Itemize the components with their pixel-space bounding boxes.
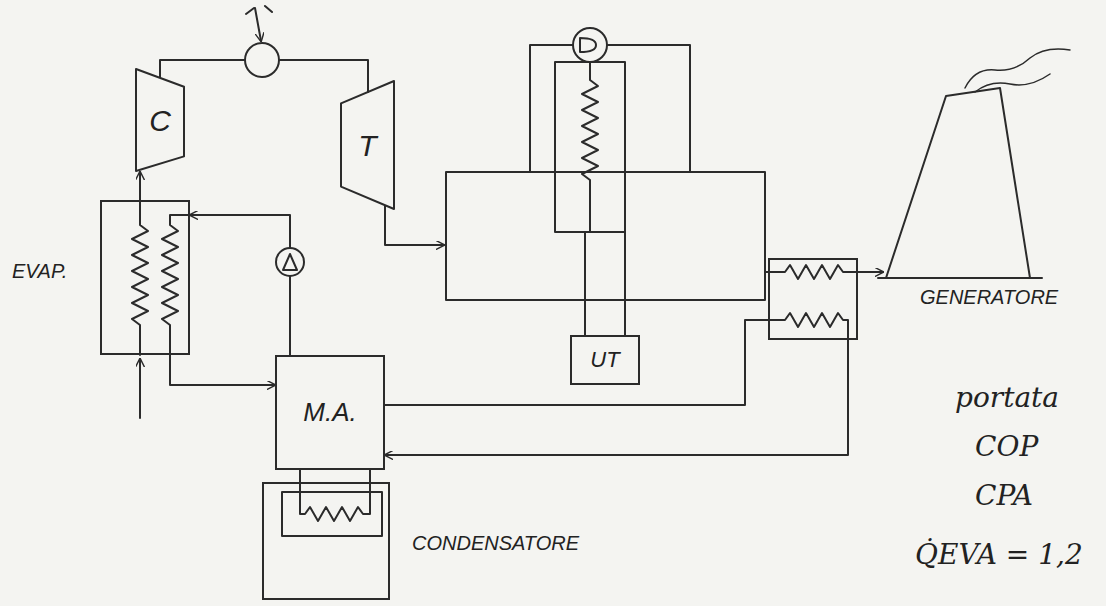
chimney-outline — [886, 88, 1030, 278]
machine-outline — [341, 81, 394, 209]
evaporator-box: EVAP. — [100, 200, 190, 355]
boiler-column — [555, 62, 625, 232]
inlet-arrow — [139, 359, 141, 418]
pump-mark — [283, 254, 297, 270]
flue-gas-coil — [765, 265, 883, 279]
pipe-connector — [190, 215, 290, 355]
pipe-connector — [369, 470, 371, 482]
symbol-letter: T — [358, 129, 376, 162]
symbol-letter: UT — [590, 348, 619, 372]
pipe-connector — [299, 470, 301, 482]
drum-mark — [580, 38, 596, 52]
component-label: GENERATORE — [920, 286, 1058, 308]
gas-line — [279, 60, 368, 92]
handwritten-note: Q̇EVA = 1,2 — [915, 540, 1083, 571]
user-lines — [585, 232, 625, 335]
drum-symbol — [573, 28, 607, 62]
pipe-connector — [170, 355, 275, 385]
drum-line — [530, 45, 573, 172]
air-line — [160, 60, 245, 77]
turbine-symbol: T — [340, 80, 395, 210]
condenser-coil — [300, 482, 370, 521]
pipe-connector — [139, 172, 141, 200]
boiler-coil — [582, 62, 598, 232]
smoke-line — [965, 49, 1070, 88]
combustor-symbol — [245, 43, 279, 77]
user-box: UT — [570, 335, 640, 385]
component-label: EVAP. — [12, 260, 67, 282]
fuel-line — [255, 8, 261, 41]
generator-box: GENERATORE — [768, 258, 858, 340]
symbol-letter: M.A. — [303, 398, 356, 427]
evaporator-coil — [162, 215, 190, 355]
handwritten-note: COP — [975, 432, 1038, 463]
absorption-machine-box: M.A. — [275, 355, 385, 470]
boiler-box — [446, 172, 765, 300]
condenser-box: CONDENSATORE — [262, 482, 390, 600]
pump-symbol — [276, 248, 304, 276]
component-label: CONDENSATORE — [412, 532, 579, 554]
smoke-line — [975, 74, 1050, 92]
pipe-connector — [385, 320, 768, 405]
generator-coil — [768, 313, 848, 340]
exhaust-line — [385, 206, 444, 245]
fuel-strokes — [246, 6, 272, 14]
chimney-base — [878, 277, 1042, 279]
pipe-connector — [385, 340, 848, 455]
machine-outline — [136, 69, 184, 171]
symbol-letter: C — [149, 104, 171, 137]
compressor-symbol: C — [135, 68, 185, 172]
handwritten-note: CPA — [975, 481, 1033, 512]
handwritten-note: portata — [955, 383, 1059, 414]
evaporator-coil — [132, 200, 148, 355]
drum-line — [607, 45, 690, 172]
